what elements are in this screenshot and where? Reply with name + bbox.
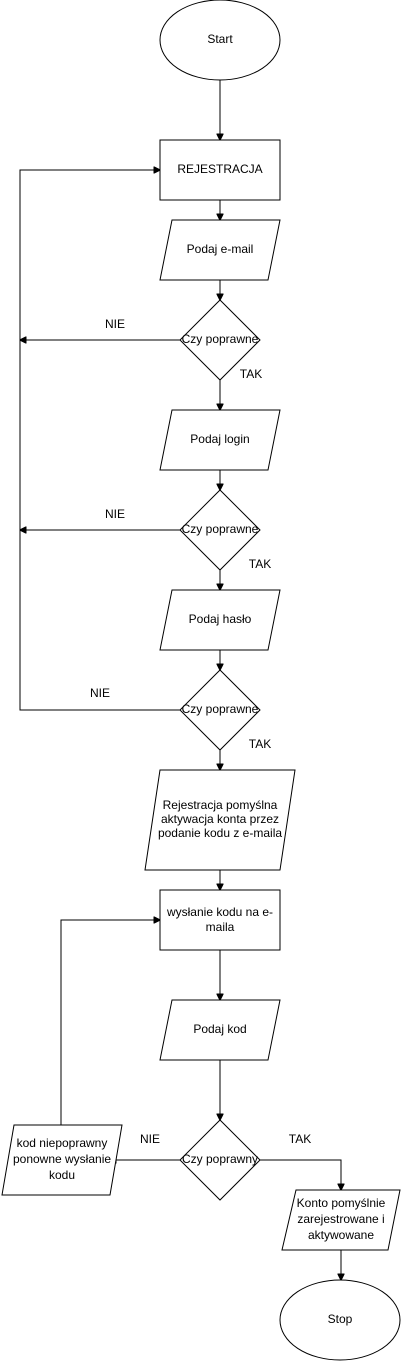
kod-niepoprawny-parallelogram — [1, 1124, 123, 1196]
kod-niepoprawny-line-2: ponowne wysłanie — [13, 1152, 111, 1166]
decision-3-label: Czy poprawne — [182, 702, 259, 716]
edge-label-tak-3: TAK — [249, 737, 271, 751]
edge-decision4-tak — [260, 1159, 341, 1190]
podaj-email-parallelogram — [159, 219, 281, 281]
podaj-email-node: Podaj e-mail — [159, 219, 281, 281]
rejestracja-label: REJESTRACJA — [177, 162, 262, 176]
stop-node: Stop — [279, 1279, 401, 1361]
edge-label-tak-2: TAK — [249, 557, 271, 571]
rejestracja-pomyslna-line-1: Rejestracja pomyślna — [163, 798, 278, 812]
podaj-haslo-parallelogram — [159, 589, 281, 651]
konto-pomyslnie-node: Konto pomyślnie zarejestrowane i aktywow… — [281, 1189, 401, 1251]
kod-niepoprawny-line-3: kodu — [49, 1168, 75, 1182]
konto-pomyslnie-line-3: aktywowane — [308, 1228, 374, 1242]
podaj-email-label: Podaj e-mail — [187, 242, 254, 256]
wyslanie-kodu-line-2: maila — [206, 920, 235, 934]
rejestracja-pomyslna-node: Rejestracja pomyślna aktywacja konta prz… — [144, 769, 296, 871]
edge-label-nie-1: NIE — [105, 317, 125, 331]
edge-label-tak-4: TAK — [289, 1132, 311, 1146]
decision-4-label: Czy poprawny — [182, 1152, 258, 1166]
wyslanie-kodu-node: wysłanie kodu na e- maila — [159, 889, 281, 951]
decision-2-diamond — [179, 489, 261, 571]
podaj-login-node: Podaj login — [159, 409, 281, 471]
start-ellipse — [159, 0, 281, 81]
edge-label-nie-3: NIE — [90, 686, 110, 700]
decision-2-node: Czy poprawne — [179, 489, 261, 571]
start-node: Start — [159, 0, 281, 81]
edge-label-tak-1: TAK — [240, 367, 262, 381]
podaj-kod-parallelogram — [159, 999, 281, 1061]
decision-1-diamond — [179, 299, 261, 381]
stop-label: Stop — [328, 1312, 353, 1326]
edges — [20, 80, 341, 1280]
konto-pomyslnie-parallelogram — [281, 1189, 401, 1251]
podaj-haslo-label: Podaj hasło — [189, 612, 252, 626]
start-label: Start — [207, 32, 233, 46]
wyslanie-kodu-box — [159, 889, 281, 951]
decision-4-diamond — [179, 1119, 261, 1201]
konto-pomyslnie-line-1: Konto pomyślnie — [297, 1196, 386, 1210]
stop-ellipse — [279, 1279, 401, 1361]
rejestracja-pomyslna-parallelogram — [144, 769, 296, 871]
podaj-haslo-node: Podaj hasło — [159, 589, 281, 651]
decision-1-label: Czy poprawne — [182, 332, 259, 346]
edge-label-nie-4: NIE — [140, 1132, 160, 1146]
decision-3-diamond — [179, 669, 261, 751]
decision-3-node: Czy poprawne — [179, 669, 261, 751]
rejestracja-pomyslna-line-2: aktywacja konta przez — [161, 812, 279, 826]
podaj-login-label: Podaj login — [190, 432, 249, 446]
decision-2-label: Czy poprawne — [182, 522, 259, 536]
konto-pomyslnie-line-2: zarejestrowane i — [297, 1212, 384, 1226]
rejestracja-node: REJESTRACJA — [159, 139, 281, 201]
edge-labels: NIE TAK NIE TAK NIE TAK NIE TAK — [90, 317, 311, 1146]
edge-decision3-loop — [19, 170, 180, 711]
podaj-kod-node: Podaj kod — [159, 999, 281, 1061]
decision-1-node: Czy poprawne — [179, 299, 261, 381]
podaj-login-parallelogram — [159, 409, 281, 471]
edge-kod-niepoprawny-loop — [60, 920, 160, 1125]
rejestracja-pomyslna-line-3: podanie kodu z e-maila — [158, 826, 282, 840]
podaj-kod-label: Podaj kod — [193, 1022, 246, 1036]
wyslanie-kodu-line-1: wysłanie kodu na e- — [166, 905, 273, 919]
rejestracja-box — [159, 139, 281, 201]
decision-4-node: Czy poprawny — [179, 1119, 261, 1201]
kod-niepoprawny-line-1: kod niepoprawny — [17, 1136, 108, 1150]
kod-niepoprawny-node: kod niepoprawny ponowne wysłanie kodu — [1, 1124, 123, 1196]
edge-label-nie-2: NIE — [105, 507, 125, 521]
